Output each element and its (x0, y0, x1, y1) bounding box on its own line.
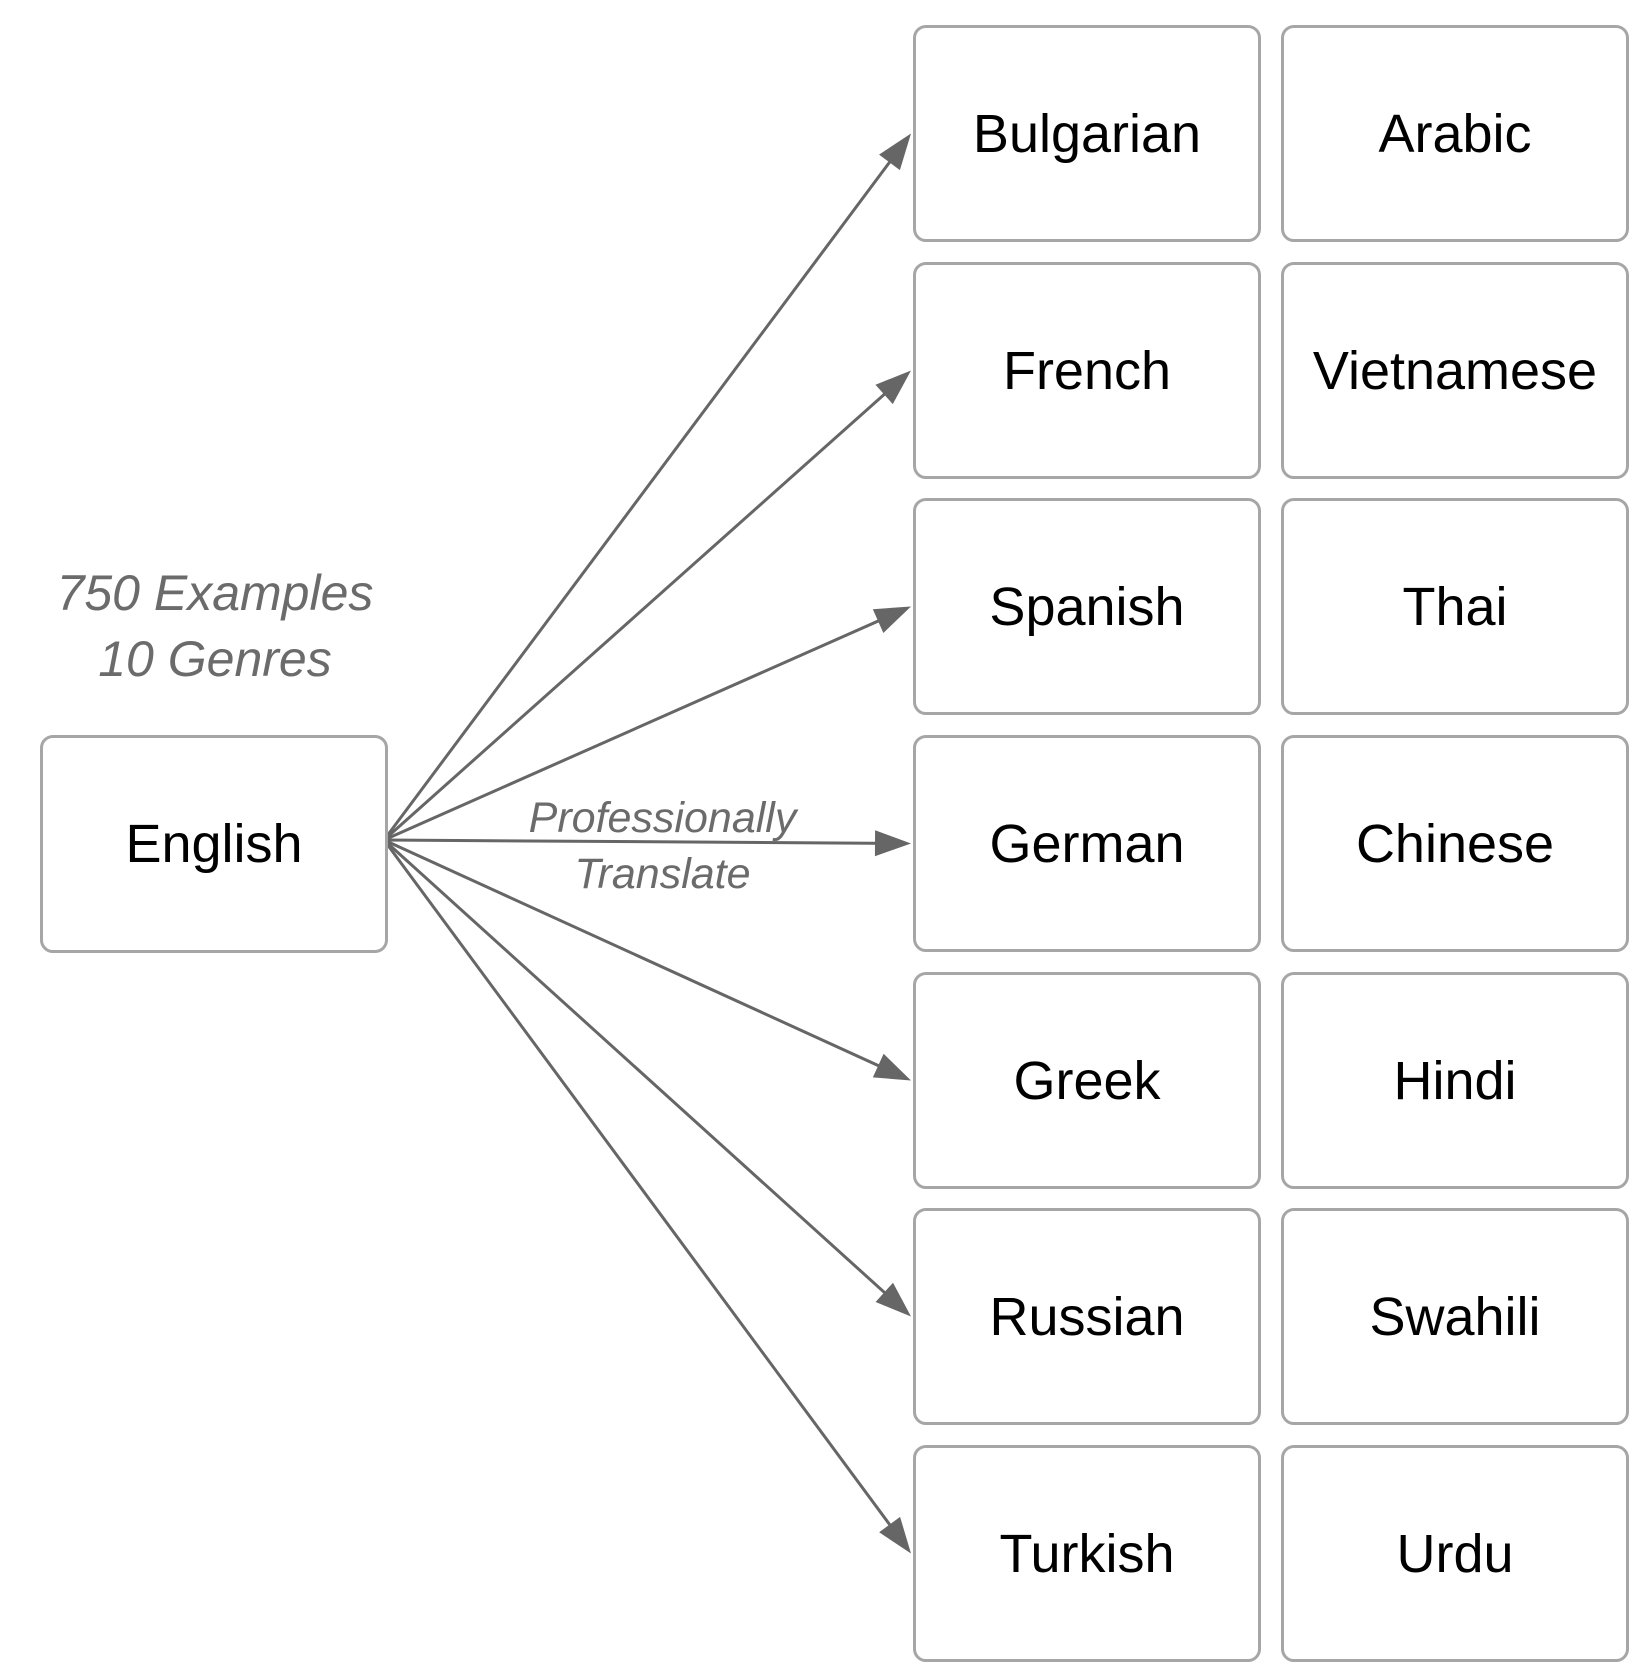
target-box-french: French (913, 262, 1261, 479)
translation-arrow-line (382, 147, 902, 841)
edge-label: Professionally Translate (490, 790, 835, 902)
arrowhead (879, 133, 911, 171)
arrowhead (879, 1516, 911, 1554)
target-label: Bulgarian (972, 103, 1202, 164)
source-label: English (125, 814, 303, 874)
translation-arrow-line (382, 838, 899, 1306)
target-box-vietnamese: Vietnamese (1281, 262, 1629, 479)
source-caption-line-1: 750 Examples (56, 565, 374, 621)
edge-label-line-1: Professionally (528, 794, 797, 842)
target-label: Arabic (1378, 103, 1532, 164)
target-label: Vietnamese (1312, 340, 1598, 401)
target-box-chinese: Chinese (1281, 735, 1629, 952)
source-box-english: English (40, 735, 388, 953)
translation-arrow-line (383, 838, 894, 845)
target-label: Spanish (989, 576, 1185, 637)
target-box-thai: Thai (1281, 498, 1629, 715)
target-label: Thai (1402, 576, 1508, 637)
target-label: German (989, 813, 1185, 874)
edge-label-line-2: Translate (574, 850, 751, 898)
target-box-greek: Greek (913, 972, 1261, 1189)
target-box-spanish: Spanish (913, 498, 1261, 715)
target-label: French (1002, 340, 1172, 401)
arrowhead (875, 1282, 911, 1317)
arrowhead (872, 606, 911, 633)
arrowhead (872, 1053, 911, 1081)
target-label: Swahili (1369, 1286, 1541, 1347)
target-box-german: German (913, 735, 1261, 952)
target-box-russian: Russian (913, 1208, 1261, 1425)
target-box-urdu: Urdu (1281, 1445, 1629, 1662)
target-box-bulgarian: Bulgarian (913, 25, 1261, 242)
target-box-arabic: Arabic (1281, 25, 1629, 242)
target-label: Chinese (1355, 813, 1555, 874)
target-label: Hindi (1393, 1050, 1517, 1111)
target-label: Turkish (999, 1523, 1175, 1584)
target-box-hindi: Hindi (1281, 972, 1629, 1189)
arrow-group (382, 133, 911, 1554)
translation-arrow-line (382, 839, 902, 1540)
translation-arrow-line (383, 838, 896, 1075)
source-caption: 750 Examples 10 Genres (20, 560, 410, 692)
source-caption-line-2: 10 Genres (98, 631, 332, 687)
translation-arrow-line (383, 612, 896, 842)
target-label: Greek (1013, 1050, 1161, 1111)
translation-arrow-line (383, 381, 899, 842)
target-box-turkish: Turkish (913, 1445, 1261, 1662)
target-label: Russian (989, 1286, 1185, 1347)
target-box-swahili: Swahili (1281, 1208, 1629, 1425)
target-label: Urdu (1396, 1523, 1514, 1584)
arrowhead (875, 370, 911, 405)
arrowhead (874, 830, 911, 857)
